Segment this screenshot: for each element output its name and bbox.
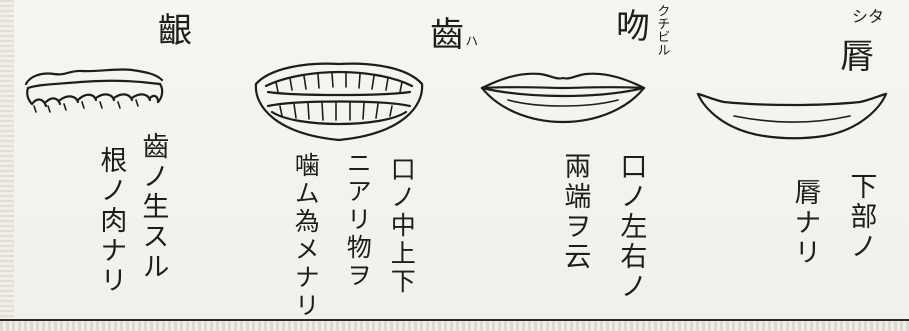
gums-caption-2: 根ノ肉ナリ bbox=[95, 146, 127, 296]
lips-illustration bbox=[480, 72, 646, 124]
lips-caption-1: 口ノ左右ノ bbox=[615, 152, 647, 302]
lips-title: 吻 bbox=[616, 7, 650, 47]
page-bottom-border bbox=[0, 319, 909, 331]
gums-title: 齦 bbox=[158, 11, 192, 51]
teeth-caption-2: ニアリ物ヲ bbox=[343, 150, 373, 290]
lips-title-gloss: クチビル bbox=[654, 4, 670, 56]
lower-lip-caption-1: 下部ノ bbox=[845, 172, 877, 262]
teeth-caption-1: 口ノ中上下 bbox=[387, 156, 417, 296]
teeth-title: 齒 bbox=[430, 15, 464, 55]
teeth-illustration bbox=[254, 62, 424, 142]
gums-caption-1: 齒ノ生スル bbox=[137, 132, 169, 282]
lower-lip-title-gloss: シタ bbox=[852, 7, 885, 26]
lower-lip-caption-2: 脣ナリ bbox=[789, 178, 821, 268]
teeth-caption-3: 噛ム為メナリ bbox=[291, 152, 321, 320]
lips-caption-2: 兩端ヲ云 bbox=[559, 152, 591, 272]
gums-illustration bbox=[24, 68, 164, 113]
teeth-title-gloss: ハ bbox=[462, 34, 478, 47]
lower-lip-illustration bbox=[696, 92, 888, 140]
page-edge bbox=[0, 0, 14, 331]
lower-lip-title: 脣 bbox=[840, 37, 874, 77]
